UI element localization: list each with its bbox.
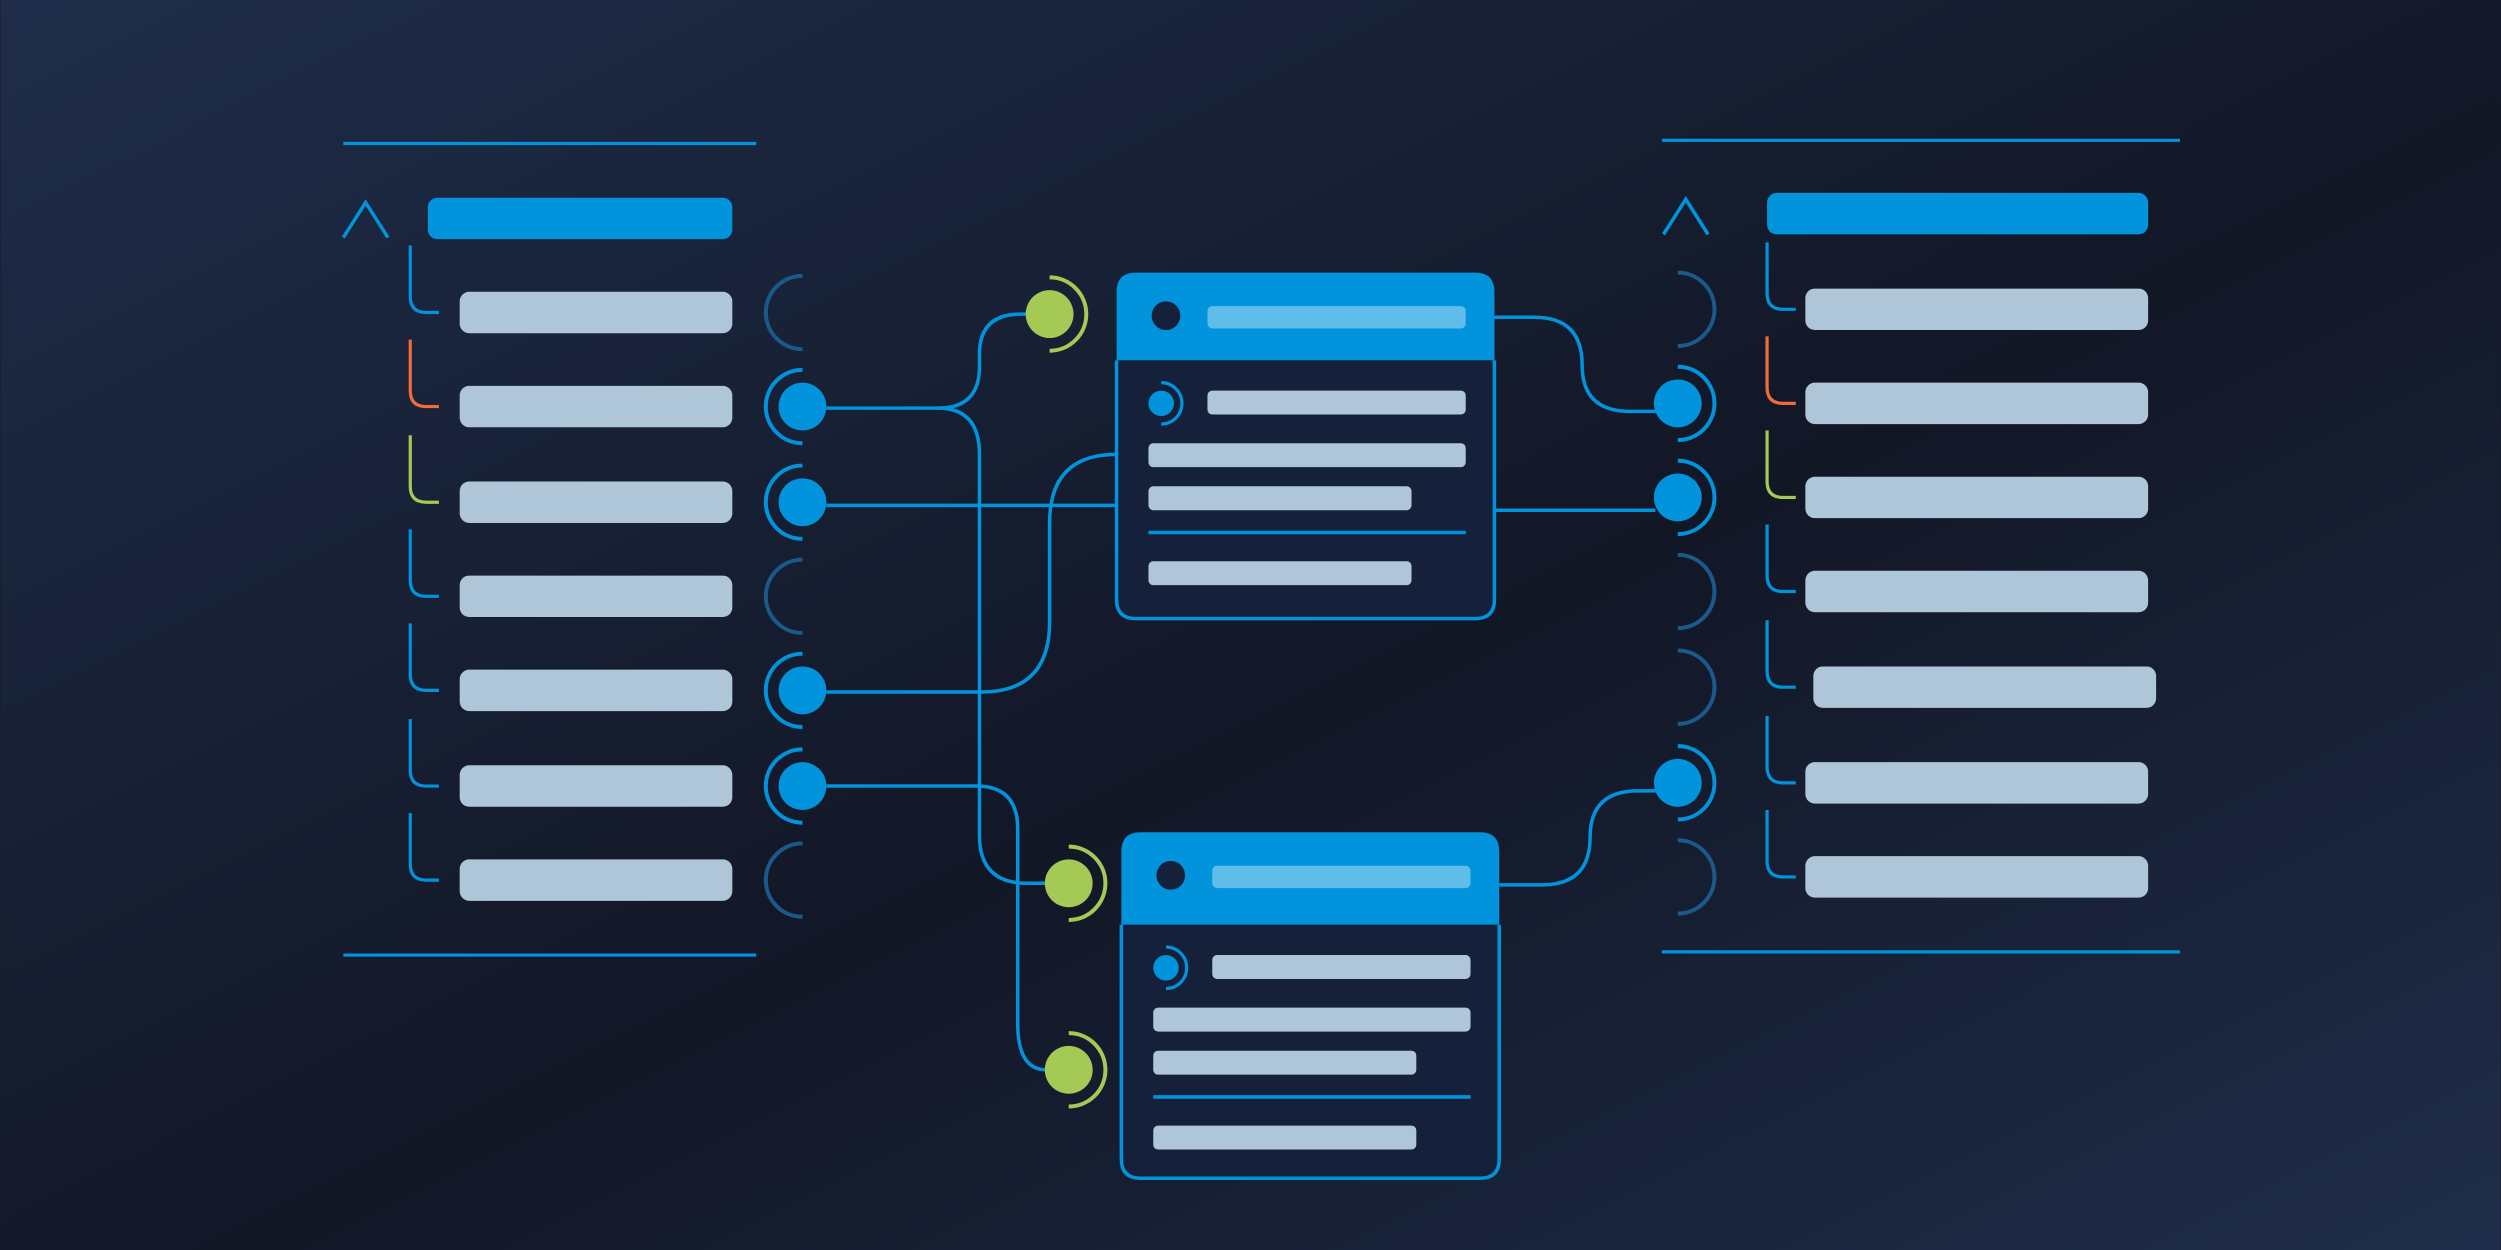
- chevron-up-icon[interactable]: [341, 199, 390, 239]
- list-row[interactable]: [459, 385, 733, 428]
- port-ring: [763, 651, 803, 730]
- connector-line: [826, 452, 1117, 694]
- connector-port-icon[interactable]: [1025, 290, 1074, 339]
- list-header-bar[interactable]: [427, 197, 733, 240]
- port-ring: [1068, 1031, 1108, 1109]
- connector-port-icon[interactable]: [1044, 859, 1093, 908]
- list-row[interactable]: [1805, 762, 2149, 804]
- list-row[interactable]: [1805, 476, 2149, 519]
- entity-card[interactable]: [1114, 272, 1497, 621]
- card-field: [1148, 561, 1412, 586]
- list-row[interactable]: [1805, 570, 2149, 613]
- row-bracket: [408, 435, 439, 504]
- port-ring: [1677, 744, 1717, 822]
- inactive-port-icon[interactable]: [1677, 838, 1717, 916]
- row-bracket: [1765, 430, 1796, 500]
- inactive-port-icon[interactable]: [763, 557, 803, 635]
- card-field: [1148, 443, 1466, 468]
- connector-port-icon[interactable]: [1044, 1045, 1093, 1094]
- list-row[interactable]: [459, 859, 733, 901]
- card-field: [1207, 390, 1466, 415]
- list-row[interactable]: [459, 575, 733, 618]
- row-bracket: [408, 245, 439, 315]
- window-dot-icon: [1156, 860, 1186, 890]
- port-ring: [763, 747, 803, 825]
- connector-line: [1494, 315, 1656, 414]
- card-field: [1153, 1007, 1471, 1032]
- card-title-bar: [1207, 306, 1466, 329]
- port-ring: [1068, 844, 1108, 922]
- inactive-port-icon[interactable]: [763, 841, 803, 919]
- port-ring: [1049, 275, 1089, 353]
- entity-cards: [1114, 272, 1501, 1181]
- connector-line: [826, 312, 1029, 410]
- connector-port-icon[interactable]: [778, 762, 827, 810]
- entity-card[interactable]: [1119, 832, 1501, 1181]
- connector-port-icon[interactable]: [1653, 473, 1702, 522]
- row-bracket: [1765, 809, 1796, 879]
- connector-port-icon[interactable]: [1653, 758, 1702, 807]
- port-ring: [763, 463, 803, 541]
- port-ring: [1677, 458, 1717, 537]
- list-row[interactable]: [1805, 288, 2149, 331]
- inactive-port-icon[interactable]: [1677, 648, 1717, 726]
- row-bracket: [408, 529, 439, 598]
- connector-port-icon[interactable]: [778, 382, 827, 431]
- right-list: [1653, 138, 2181, 954]
- list-row[interactable]: [459, 291, 733, 334]
- field-port-icon: [1148, 390, 1174, 417]
- connector-line: [826, 784, 1047, 1072]
- list-header-bar[interactable]: [1767, 192, 2149, 235]
- field-port-ring: [1165, 945, 1189, 991]
- list-row[interactable]: [1805, 382, 2149, 425]
- card-field: [1153, 1125, 1417, 1150]
- field-port-icon: [1153, 955, 1179, 981]
- connector-port-icon[interactable]: [778, 666, 827, 715]
- row-bracket: [408, 339, 439, 409]
- row-bracket: [1765, 715, 1796, 785]
- port-ring: [1677, 364, 1717, 443]
- left-list: [341, 141, 827, 957]
- list-row[interactable]: [459, 669, 733, 712]
- row-bracket: [408, 719, 439, 788]
- list-row[interactable]: [459, 765, 733, 807]
- list-row[interactable]: [459, 481, 733, 523]
- row-bracket: [1765, 620, 1796, 689]
- connector-line: [1499, 789, 1656, 887]
- row-bracket: [1765, 336, 1796, 405]
- chevron-up-icon[interactable]: [1661, 196, 1710, 236]
- row-bracket: [408, 623, 439, 692]
- card-field: [1153, 1050, 1417, 1075]
- card-field: [1212, 955, 1471, 979]
- connector-line: [937, 406, 1047, 886]
- card-field: [1148, 486, 1412, 511]
- connector-port-icon[interactable]: [1653, 379, 1702, 428]
- inactive-port-icon[interactable]: [1677, 270, 1717, 348]
- green-ports: [1025, 275, 1108, 1109]
- list-row[interactable]: [1805, 856, 2149, 898]
- row-bracket: [1765, 524, 1796, 594]
- row-bracket: [1765, 242, 1796, 311]
- inactive-port-icon[interactable]: [1677, 552, 1717, 631]
- card-title-bar: [1212, 865, 1471, 889]
- port-ring: [763, 367, 803, 446]
- connector-lines: [826, 312, 1656, 1072]
- row-bracket: [408, 813, 439, 882]
- connector-port-icon[interactable]: [778, 478, 827, 527]
- inactive-port-icon[interactable]: [763, 273, 803, 352]
- field-port-ring: [1161, 381, 1184, 426]
- window-dot-icon: [1151, 301, 1181, 331]
- list-row[interactable]: [1813, 666, 2157, 708]
